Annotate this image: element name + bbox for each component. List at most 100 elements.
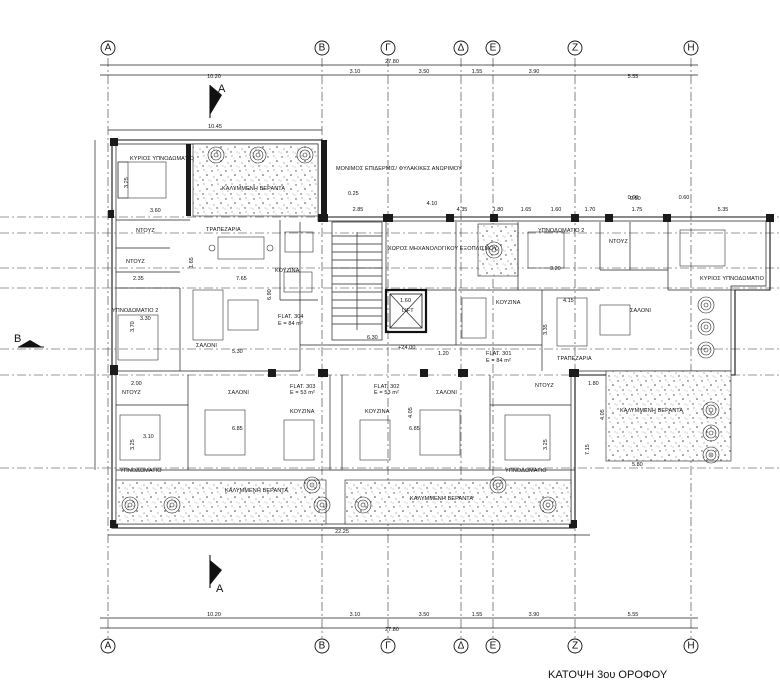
room-label: ΥΠΝΟΔΩΜΑΤΙΟ 2 xyxy=(112,308,158,314)
misc-dim: 3.70 xyxy=(130,321,136,332)
span-dim-bottom: 3.10 xyxy=(350,612,361,618)
axis-label: Η xyxy=(687,43,694,54)
room-label: ΚΑΛΥΜΜΕΝΗ ΒΕΡΑΝΤΑ xyxy=(410,496,473,502)
room-label: FLAT. 301 xyxy=(486,351,512,357)
interior-dimensions: 0.25 3.60 3.25 1.65 2.35 3.30 3.70 7.65 … xyxy=(124,177,643,468)
axis-label: Ζ xyxy=(572,641,578,652)
room-label: ΥΠΝΟΔΩΜΑΤΙΟ xyxy=(505,468,547,474)
tree-symbol xyxy=(702,424,720,442)
tree-symbol xyxy=(169,502,175,508)
room-labels: ΚΥΡΙΟΣ ΥΠΝΟΔΩΜΑΤΙΟ ΚΑΛΥΜΜΕΝΗ ΒΕΡΑΝΤΑ ΤΡΑ… xyxy=(112,156,765,502)
axis-bubble xyxy=(683,638,699,654)
tree-symbol xyxy=(539,496,557,514)
tree-symbol xyxy=(163,496,181,514)
room-label: E = 84 m² xyxy=(278,321,303,327)
section-label-side: Β xyxy=(14,333,21,345)
room-label: FLAT. 303 xyxy=(290,384,316,390)
room-label: ΚΟΥΖΙΝΑ xyxy=(496,300,521,306)
misc-dim: 5.30 xyxy=(232,349,243,355)
lift xyxy=(384,288,428,334)
tree-symbol xyxy=(485,241,503,259)
axis-label: Β xyxy=(319,641,326,652)
tree-symbol xyxy=(252,149,264,161)
staircase xyxy=(331,221,383,341)
room-label: ΚΑΛΥΜΜΕΝΗ ΒΕΡΑΝΤΑ xyxy=(225,488,288,494)
tree-symbol xyxy=(313,496,331,514)
tree-symbol xyxy=(354,496,372,514)
tree-symbol xyxy=(309,482,315,488)
room-label: ΣΑΛΟΝΙ xyxy=(630,308,651,314)
tree-symbol xyxy=(703,324,709,330)
axis-label: Ε xyxy=(490,641,497,652)
misc-dim: 5.35 xyxy=(718,207,729,213)
span-dim-bottom: 3.50 xyxy=(419,612,430,618)
verandas xyxy=(115,143,732,525)
misc-dim: 0.50 xyxy=(630,196,641,202)
misc-dim: 3.10 xyxy=(143,434,154,440)
misc-dim: 1.20 xyxy=(438,351,449,357)
span-dim-bottom: 5.55 xyxy=(628,612,639,618)
tree-symbol xyxy=(491,247,497,253)
axis-grid-lines xyxy=(107,58,692,638)
misc-dim: 3.30 xyxy=(140,316,151,322)
room-label: ΥΠΝΟΔΩΜΑΤΙΟ xyxy=(120,468,162,474)
axis-bubble xyxy=(453,40,469,56)
tree-symbol xyxy=(489,476,507,494)
misc-dim: 3.25 xyxy=(130,439,136,450)
misc-dim: 4.05 xyxy=(408,407,414,418)
room-label: ΣΑΛΟΝΙ xyxy=(196,343,217,349)
planter-trees xyxy=(121,146,720,514)
partitions xyxy=(116,219,766,471)
tree-symbol xyxy=(492,479,504,491)
tree-symbol xyxy=(255,152,261,158)
room-label: FLAT. 304 xyxy=(278,314,304,320)
tree-symbol xyxy=(705,427,717,439)
tree-symbol xyxy=(700,344,712,356)
room-label: ΧΩΡΟΣ ΜΗΧΑΝΟΛΟΓΙΚΟΥ ΕΞΟΠΛΙΣΜΟΥ xyxy=(388,246,497,252)
overall-dim-lower: 22.25 xyxy=(335,529,349,535)
tree-symbol xyxy=(697,296,715,314)
tree-symbol xyxy=(319,502,325,508)
axis-label: Ε xyxy=(490,43,497,54)
tree-symbol xyxy=(360,502,366,508)
misc-dim: 0.60 xyxy=(628,195,639,201)
room-label: ΣΑΛΟΝΙ xyxy=(436,390,457,396)
misc-dim: 5.80 xyxy=(632,462,643,468)
misc-dim: 7.15 xyxy=(585,444,591,455)
level-label: +24.00 xyxy=(398,345,416,351)
room-label: ΝΤΟΥΖ xyxy=(136,228,155,234)
tree-symbol xyxy=(495,482,501,488)
room-label: E = 53 m² xyxy=(374,390,399,396)
dimension-lines xyxy=(94,64,698,629)
misc-dim: 0.60 xyxy=(679,195,690,201)
misc-dim: 2.35 xyxy=(133,276,144,282)
misc-dim: 4.05 xyxy=(600,409,606,420)
tree-symbol xyxy=(542,499,554,511)
span-dim-top: 3.10 xyxy=(350,69,361,75)
room-label: ΣΑΛΟΝΙ xyxy=(228,390,249,396)
span-dim-bottom: 10.20 xyxy=(207,612,221,618)
axis-bubble xyxy=(567,638,583,654)
axis-label: Α xyxy=(105,641,112,652)
lift-dim: 1.60 xyxy=(400,298,411,304)
furniture xyxy=(117,161,726,461)
lift-label: LIFT xyxy=(402,308,414,314)
misc-dim: 1.60 xyxy=(551,207,562,213)
axis-label: Γ xyxy=(385,43,391,54)
drawing-title: ΚΑΤΟΨΗ 3ου ΟΡΟΦΟΥ xyxy=(548,669,668,681)
tree-symbol xyxy=(210,149,222,161)
veranda-bottom-right xyxy=(344,479,572,525)
section-label-top: Α xyxy=(218,83,226,95)
axis-bubble xyxy=(380,638,396,654)
room-label: E = 84 m² xyxy=(486,358,511,364)
axis-label: Ζ xyxy=(572,43,578,54)
misc-dim: 3.20 xyxy=(550,266,561,272)
misc-dim: 2.85 xyxy=(353,207,364,213)
axis-bubble xyxy=(314,638,330,654)
misc-dim: 3.25 xyxy=(124,177,130,188)
tree-symbol xyxy=(697,341,715,359)
axis-label: Γ xyxy=(385,641,391,652)
span-dim-bottom: 1.55 xyxy=(472,612,483,618)
room-label: ΚΟΥΖΙΝΑ xyxy=(290,409,315,415)
tree-symbol xyxy=(705,404,717,416)
